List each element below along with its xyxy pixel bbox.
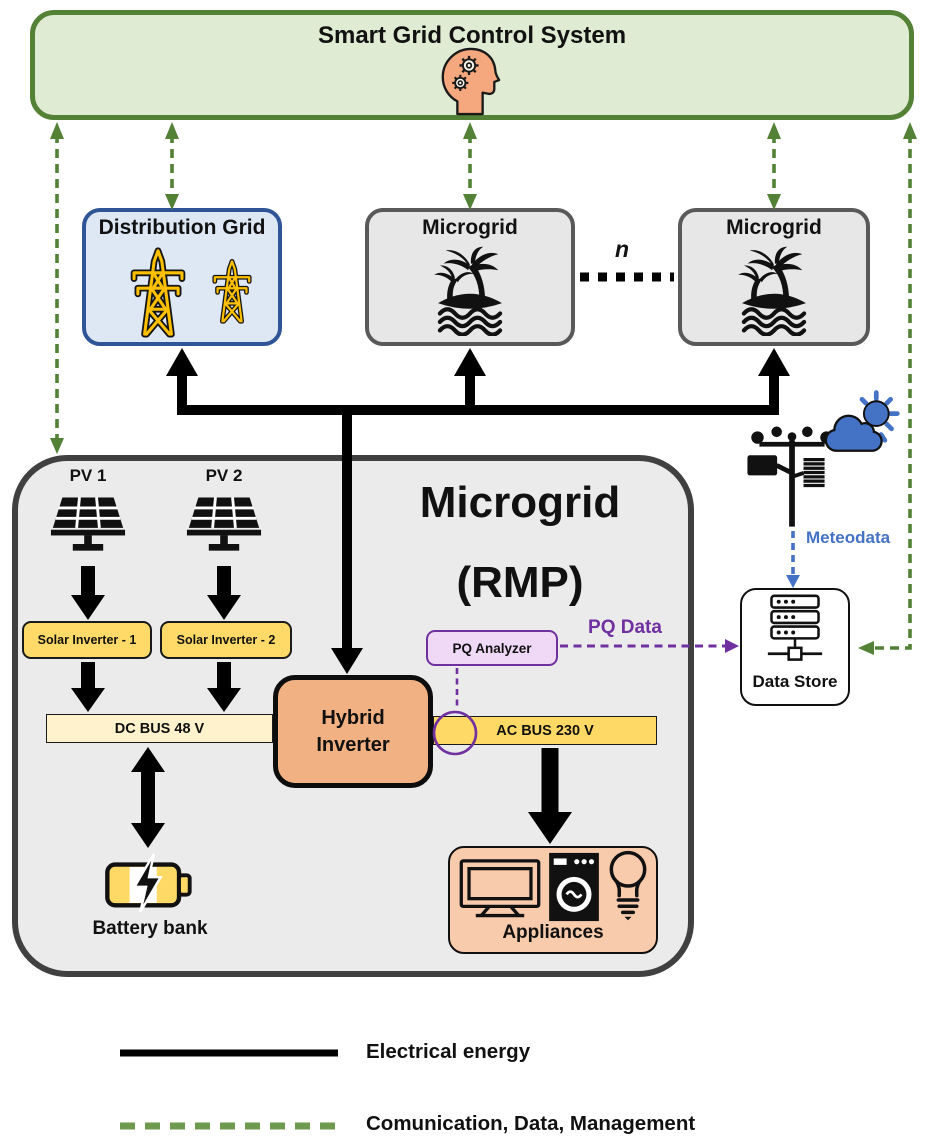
solar-inverter-1-label: Solar Inverter - 1 <box>37 633 137 647</box>
appliances-label: Appliances <box>502 922 604 943</box>
microgrid-count-label: n <box>614 236 630 262</box>
microgrid-right-title: Microgrid <box>726 216 822 239</box>
light-bulb-icon <box>609 850 647 921</box>
battery-bank-label: Battery bank <box>92 918 208 939</box>
data-store-label: Data Store <box>752 672 838 691</box>
dc-bus-label: DC BUS 48 V <box>114 720 205 737</box>
rmp-title-line2: (RMP) <box>456 558 584 607</box>
island-palm-icon <box>738 246 807 336</box>
solar-inverter-2-label: Solar Inverter - 2 <box>176 633 276 647</box>
island-palm-icon <box>434 246 503 336</box>
washing-machine-icon <box>549 852 599 922</box>
transmission-tower-icon <box>130 247 186 338</box>
solar-inverter-1-box: Solar Inverter - 1 <box>22 621 152 659</box>
monitor-icon <box>459 859 541 918</box>
microgrid-left-title: Microgrid <box>422 216 518 239</box>
solar-panel-icon <box>50 497 126 551</box>
microgrid-left-box <box>365 208 575 346</box>
pq-data-label: PQ Data <box>588 617 662 638</box>
hybrid-inverter-box: Hybrid Inverter <box>273 675 433 788</box>
ac-bus-label: AC BUS 230 V <box>496 722 594 739</box>
distribution-grid-title: Distribution Grid <box>98 216 266 239</box>
pq-data-arrowhead <box>725 639 739 653</box>
pv1-label: PV 1 <box>69 466 107 485</box>
legend-communication-label: Comunication, Data, Management <box>366 1112 696 1135</box>
rmp-title-line1: Microgrid <box>419 478 621 527</box>
legend-electrical-label: Electrical energy <box>366 1040 531 1063</box>
meteodata-label: Meteodata <box>806 528 891 547</box>
smart-grid-control-title: Smart Grid Control System <box>317 22 627 49</box>
hybrid-inverter-label: Hybrid Inverter <box>316 706 390 756</box>
pv2-label: PV 2 <box>205 466 243 485</box>
sun-cloud-icon <box>824 390 900 452</box>
meteodata-arrowhead <box>786 575 800 588</box>
dc-bus-bar: DC BUS 48 V <box>46 714 273 743</box>
pq-analyzer-label: PQ Analyzer <box>452 640 532 656</box>
server-rack-icon <box>767 594 823 661</box>
pq-analyzer-box: PQ Analyzer <box>426 630 558 666</box>
solar-panel-icon <box>186 497 262 551</box>
brain-head-icon <box>441 47 501 116</box>
transmission-tower-small-icon <box>212 259 252 324</box>
battery-icon <box>105 853 192 913</box>
solar-inverter-2-box: Solar Inverter - 2 <box>160 621 292 659</box>
ac-bus-bar: AC BUS 230 V <box>433 716 657 745</box>
